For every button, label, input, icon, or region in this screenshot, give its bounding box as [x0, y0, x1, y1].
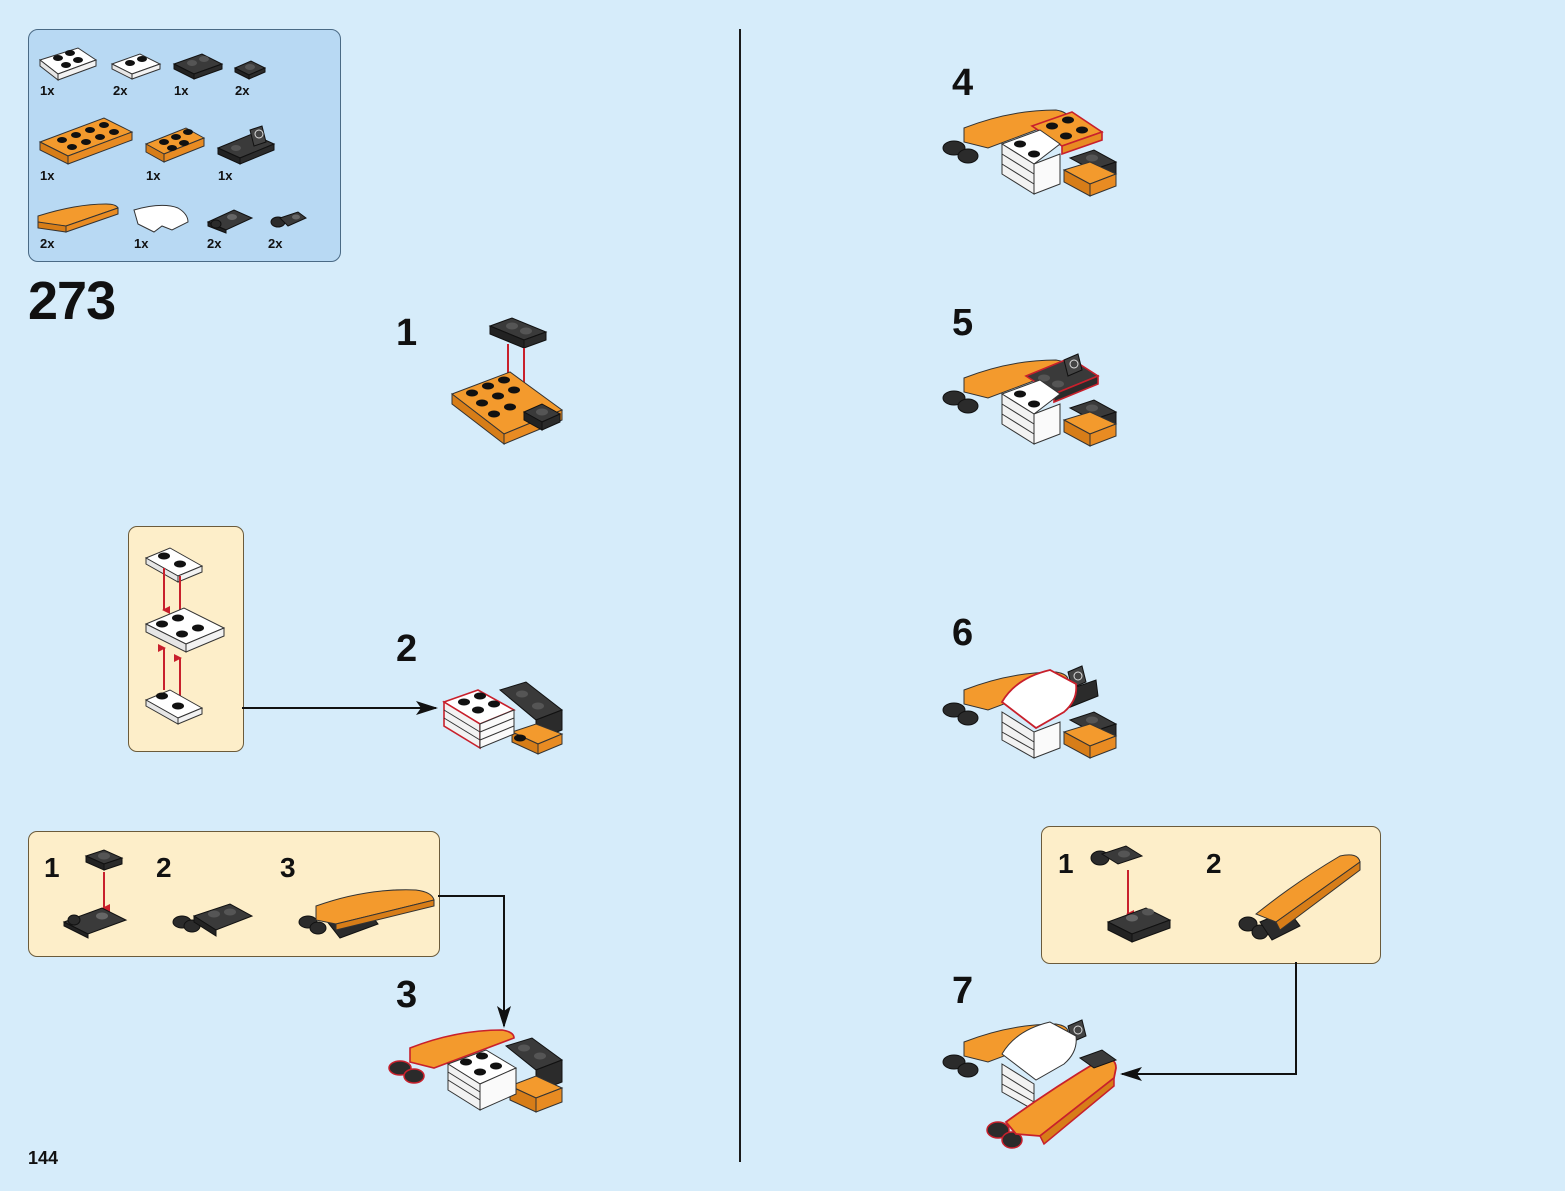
white-plate-2x2-icon	[38, 40, 98, 80]
black-bracket-icon	[216, 124, 278, 168]
substep-number: 1	[44, 852, 60, 884]
black-plate-1x1-icon	[233, 56, 267, 80]
set-step-number: 273	[28, 270, 115, 332]
qty-label: 2x	[268, 236, 282, 251]
step-number-1: 1	[396, 312, 417, 355]
white-curved-slope-icon	[132, 200, 192, 236]
substep-number: 1	[1058, 848, 1074, 880]
step-1-illustration	[450, 316, 566, 456]
qty-label: 2x	[235, 83, 249, 98]
callout-arrow	[436, 886, 516, 1036]
page-divider	[739, 29, 741, 1162]
qty-label: 1x	[134, 236, 148, 251]
step-4-illustration	[940, 104, 1120, 200]
callout-arrow	[1118, 962, 1302, 1082]
substep-number: 3	[280, 852, 296, 884]
black-plate-1x2-icon	[172, 48, 224, 80]
step-number-7: 7	[952, 970, 973, 1013]
step-number-2: 2	[396, 628, 417, 671]
substep-number: 2	[156, 852, 172, 884]
step-number-3: 3	[396, 974, 417, 1017]
step-7-illustration	[940, 1018, 1120, 1158]
black-clip-plate-icon	[206, 204, 254, 234]
qty-label: 2x	[40, 236, 54, 251]
step-number-6: 6	[952, 612, 973, 655]
substep-1-illustration	[1086, 842, 1176, 948]
orange-plate-2x4-icon	[38, 112, 134, 168]
black-clip-icon	[268, 206, 308, 232]
qty-label: 1x	[40, 168, 54, 183]
white-plate-1x2-icon	[110, 48, 162, 80]
substep-2-illustration	[1236, 852, 1364, 948]
step-3-illustration	[386, 1024, 566, 1120]
step-5-illustration	[940, 350, 1120, 450]
callout-arrow	[242, 696, 442, 720]
substep-3-illustration	[296, 884, 436, 944]
qty-label: 2x	[207, 236, 221, 251]
substep-2-illustration	[170, 898, 254, 942]
qty-label: 1x	[218, 168, 232, 183]
qty-label: 1x	[174, 83, 188, 98]
step-2-illustration	[440, 680, 566, 764]
qty-label: 1x	[40, 83, 54, 98]
step-number-4: 4	[952, 62, 973, 105]
substep-1-illustration	[60, 846, 130, 938]
page-number: 144	[28, 1148, 58, 1169]
orange-curved-slope-icon	[36, 198, 120, 234]
step-6-illustration	[940, 662, 1120, 762]
orange-plate-2x3-icon	[144, 122, 206, 166]
qty-label: 1x	[146, 168, 160, 183]
substep-number: 2	[1206, 848, 1222, 880]
step-number-5: 5	[952, 302, 973, 345]
stacked-plates-illustration	[140, 540, 236, 736]
qty-label: 2x	[113, 83, 127, 98]
